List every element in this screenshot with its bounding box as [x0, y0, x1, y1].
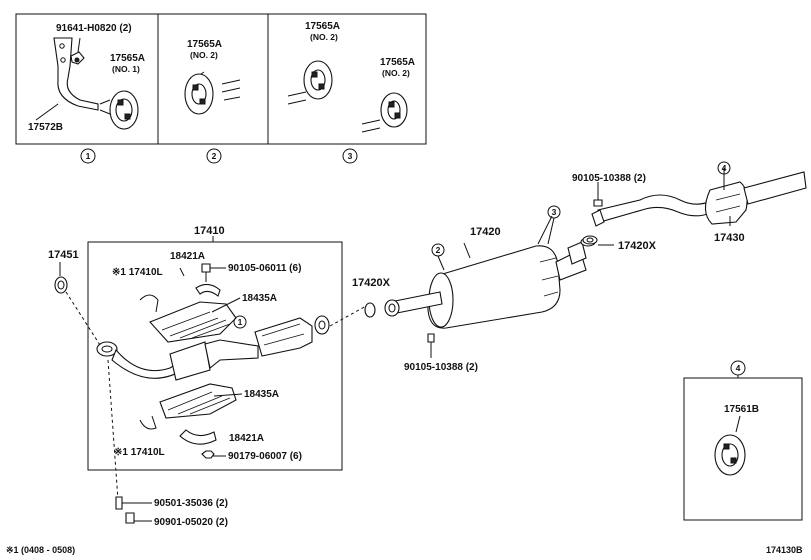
- inset-box-3: [267, 13, 427, 145]
- label-inset3-no-a: (NO. 2): [310, 32, 338, 42]
- bolt-90105-bottom-icon: [427, 333, 435, 343]
- nut-90179-icon: [201, 450, 215, 459]
- label-17451: 17451: [48, 249, 79, 261]
- label-90179-06007: 90179-06007 (6): [228, 451, 302, 462]
- label-90105-06011: 90105-06011 (6): [228, 263, 301, 274]
- label-inset2-hanger: 17565A: [187, 39, 222, 50]
- stud-bolt-icon: [115, 496, 123, 510]
- inset-box-4: [683, 377, 803, 521]
- bolt-90901-icon: [125, 512, 135, 524]
- inset-1-drawing: [35, 37, 139, 130]
- label-17420: 17420: [470, 226, 501, 238]
- label-90105-10388-bottom: 90105-10388 (2): [404, 362, 478, 373]
- inset-2-drawing: [184, 71, 241, 115]
- label-inset3-hanger-b: 17565A: [380, 57, 415, 68]
- label-18421a-bottom: 18421A: [229, 433, 264, 444]
- gasket-17451: 17451 90501-35036 (2) 90901-05020 (2): [48, 249, 228, 528]
- muffler-body-icon: [427, 245, 561, 329]
- label-90501-35036: 90501-35036 (2): [154, 498, 228, 509]
- label-17430: 17430: [714, 232, 745, 244]
- label-90105-10388-top: 90105-10388 (2): [572, 173, 646, 184]
- label-17561b: 17561B: [724, 404, 759, 415]
- bracket-top-icon: [139, 294, 159, 313]
- label-inset2-no: (NO. 2): [190, 50, 218, 60]
- label-18435a-top: 18435A: [242, 293, 277, 304]
- callout-4-main: 4: [722, 163, 727, 173]
- inset-panels: 1 2 3 91641-H0820 (2) 17565A (NO. 1) 175…: [15, 13, 427, 164]
- tailpipe-17430: 17420X 4 90105-10388 (2) 17430: [572, 161, 807, 252]
- clamp-top-icon: [195, 283, 221, 297]
- assembly-box-17410: [87, 241, 343, 471]
- diagram-id: 174130B: [766, 545, 803, 555]
- label-17420x-right: 17420X: [618, 240, 657, 252]
- inset-callout-3: 3: [348, 151, 353, 161]
- inset-callout-1: 1: [86, 151, 91, 161]
- converter-assembly: 1 17410 ※1 17410L 18421A 90105-06011 (6)…: [87, 225, 343, 471]
- insulator-top-icon: [149, 301, 237, 343]
- tailpipe-pipe-icon: [597, 194, 723, 223]
- inset-callout-4: 4: [736, 363, 741, 373]
- label-inset3-hanger-a: 17565A: [305, 21, 340, 32]
- inset-4: 4 17561B: [683, 360, 803, 521]
- inset-box-2: [157, 13, 269, 145]
- label-17410: 17410: [194, 225, 225, 237]
- bolt-90105-top-icon: [593, 199, 603, 207]
- bolt-90105-icon: [201, 263, 211, 273]
- label-inset1-bracket: 17572B: [28, 122, 63, 133]
- label-18435a-bottom: 18435A: [244, 389, 279, 400]
- label-18421a-top: 18421A: [170, 251, 205, 262]
- inset-callout-2: 2: [212, 151, 217, 161]
- clamp-bottom-icon: [179, 429, 217, 445]
- footnote: ※1 (0408 - 0508): [6, 545, 75, 555]
- resonator-icon: [704, 181, 748, 225]
- callout-3-main: 3: [552, 207, 557, 217]
- label-inset1-no: (NO. 1): [112, 64, 140, 74]
- flange-right-icon: [567, 241, 587, 265]
- label-90901-05020: 90901-05020 (2): [154, 517, 228, 528]
- hanger-17561b-icon: [714, 434, 746, 476]
- label-17420x-left: 17420X: [352, 277, 391, 289]
- label-inset3-no-b: (NO. 2): [382, 68, 410, 78]
- bracket-17572b-icon: [53, 37, 99, 111]
- bracket-bottom-icon: [139, 415, 157, 430]
- front-pipe-drawing: [96, 315, 330, 381]
- label-inset1-hanger: 17565A: [110, 53, 145, 64]
- label-inset1-bolt: 91641-H0820 (2): [56, 23, 132, 34]
- callout-1-main: 1: [238, 317, 243, 327]
- muffler-17420: 2 3 17420X 17420 90105-10388 (2): [352, 205, 596, 373]
- insulator-bottom-icon: [159, 383, 237, 419]
- inset-3-drawing: [287, 60, 408, 133]
- label-17410l-bottom: ※1 17410L: [114, 447, 165, 458]
- hanger-17565a-no1-icon: [109, 90, 139, 130]
- callout-2-main: 2: [436, 245, 441, 255]
- label-17410l-top: ※1 17410L: [112, 267, 163, 278]
